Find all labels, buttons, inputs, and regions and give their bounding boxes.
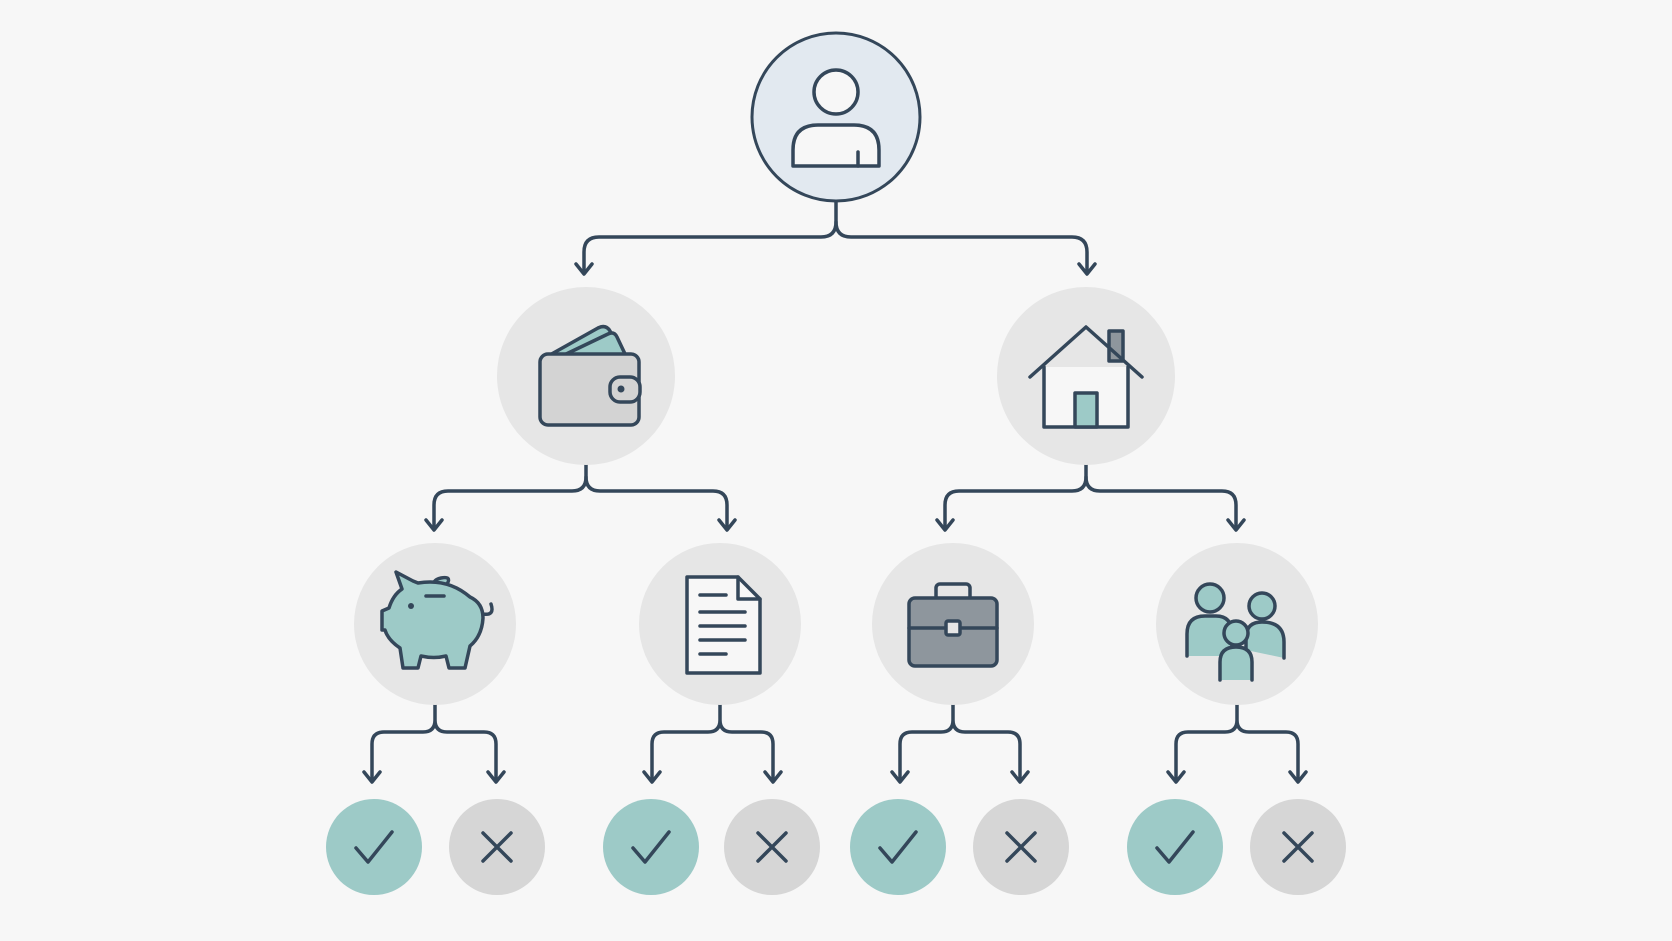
family-icon [1185,582,1286,682]
connector-housing-to-family [1084,475,1238,530]
connector-housing-to-employment [943,461,1088,530]
house-icon [1028,325,1144,429]
arrowhead-family [1226,518,1246,532]
arrowhead-savings-approve [362,770,382,784]
connector-finances-to-documents [584,475,729,530]
arrowhead-employment-reject [1010,770,1030,784]
approve-circle [850,799,946,895]
connector-finances-to-savings [432,461,588,530]
connector-documents-outcomes [650,703,775,782]
x-icon [481,831,513,863]
savings-reject-node [449,799,545,895]
connector-family-outcomes [1174,703,1300,782]
piggy-bank-icon [380,570,494,670]
arrowhead-documents [717,518,737,532]
arrowhead-documents-approve [642,770,662,784]
family-reject-node [1250,799,1346,895]
checkmark-icon [354,830,394,864]
employment-approve-node [850,799,946,895]
arrowhead-family-reject [1288,770,1308,784]
arrowhead-employment [935,518,955,532]
connector-employment-outcomes [898,703,1022,782]
node-employment [872,543,1034,705]
arrowhead-documents-reject [763,770,783,784]
arrowhead-savings [424,518,444,532]
connector-root-to-housing [834,220,1089,274]
x-icon [1005,831,1037,863]
root-circle [750,31,922,203]
node-root [750,31,922,203]
employment-reject-node [973,799,1069,895]
documents-reject-node [724,799,820,895]
checkmark-icon [1155,830,1195,864]
checkmark-icon [631,830,671,864]
approve-circle [326,799,422,895]
node-documents [639,543,801,705]
arrowhead-housing [1077,262,1097,276]
connector-savings-outcomes [370,703,498,782]
arrowhead-savings-reject [486,770,506,784]
node-housing [997,287,1175,465]
arrowhead-family-approve [1166,770,1186,784]
arrowhead-employment-approve [890,770,910,784]
node-family [1156,543,1318,705]
person-icon [791,68,881,168]
x-icon [1282,831,1314,863]
briefcase-icon [907,582,999,668]
connector-root-to-finances [582,191,838,274]
document-icon [685,575,762,675]
node-savings [354,543,516,705]
approve-circle [603,799,699,895]
savings-approve-node [326,799,422,895]
checkmark-icon [878,830,918,864]
node-finances [497,287,675,465]
approve-circle [1127,799,1223,895]
wallet-icon [538,324,642,427]
arrowhead-finances [574,262,594,276]
x-icon [756,831,788,863]
family-approve-node [1127,799,1223,895]
outcomes [326,799,1346,895]
connectors [362,191,1308,784]
documents-approve-node [603,799,699,895]
